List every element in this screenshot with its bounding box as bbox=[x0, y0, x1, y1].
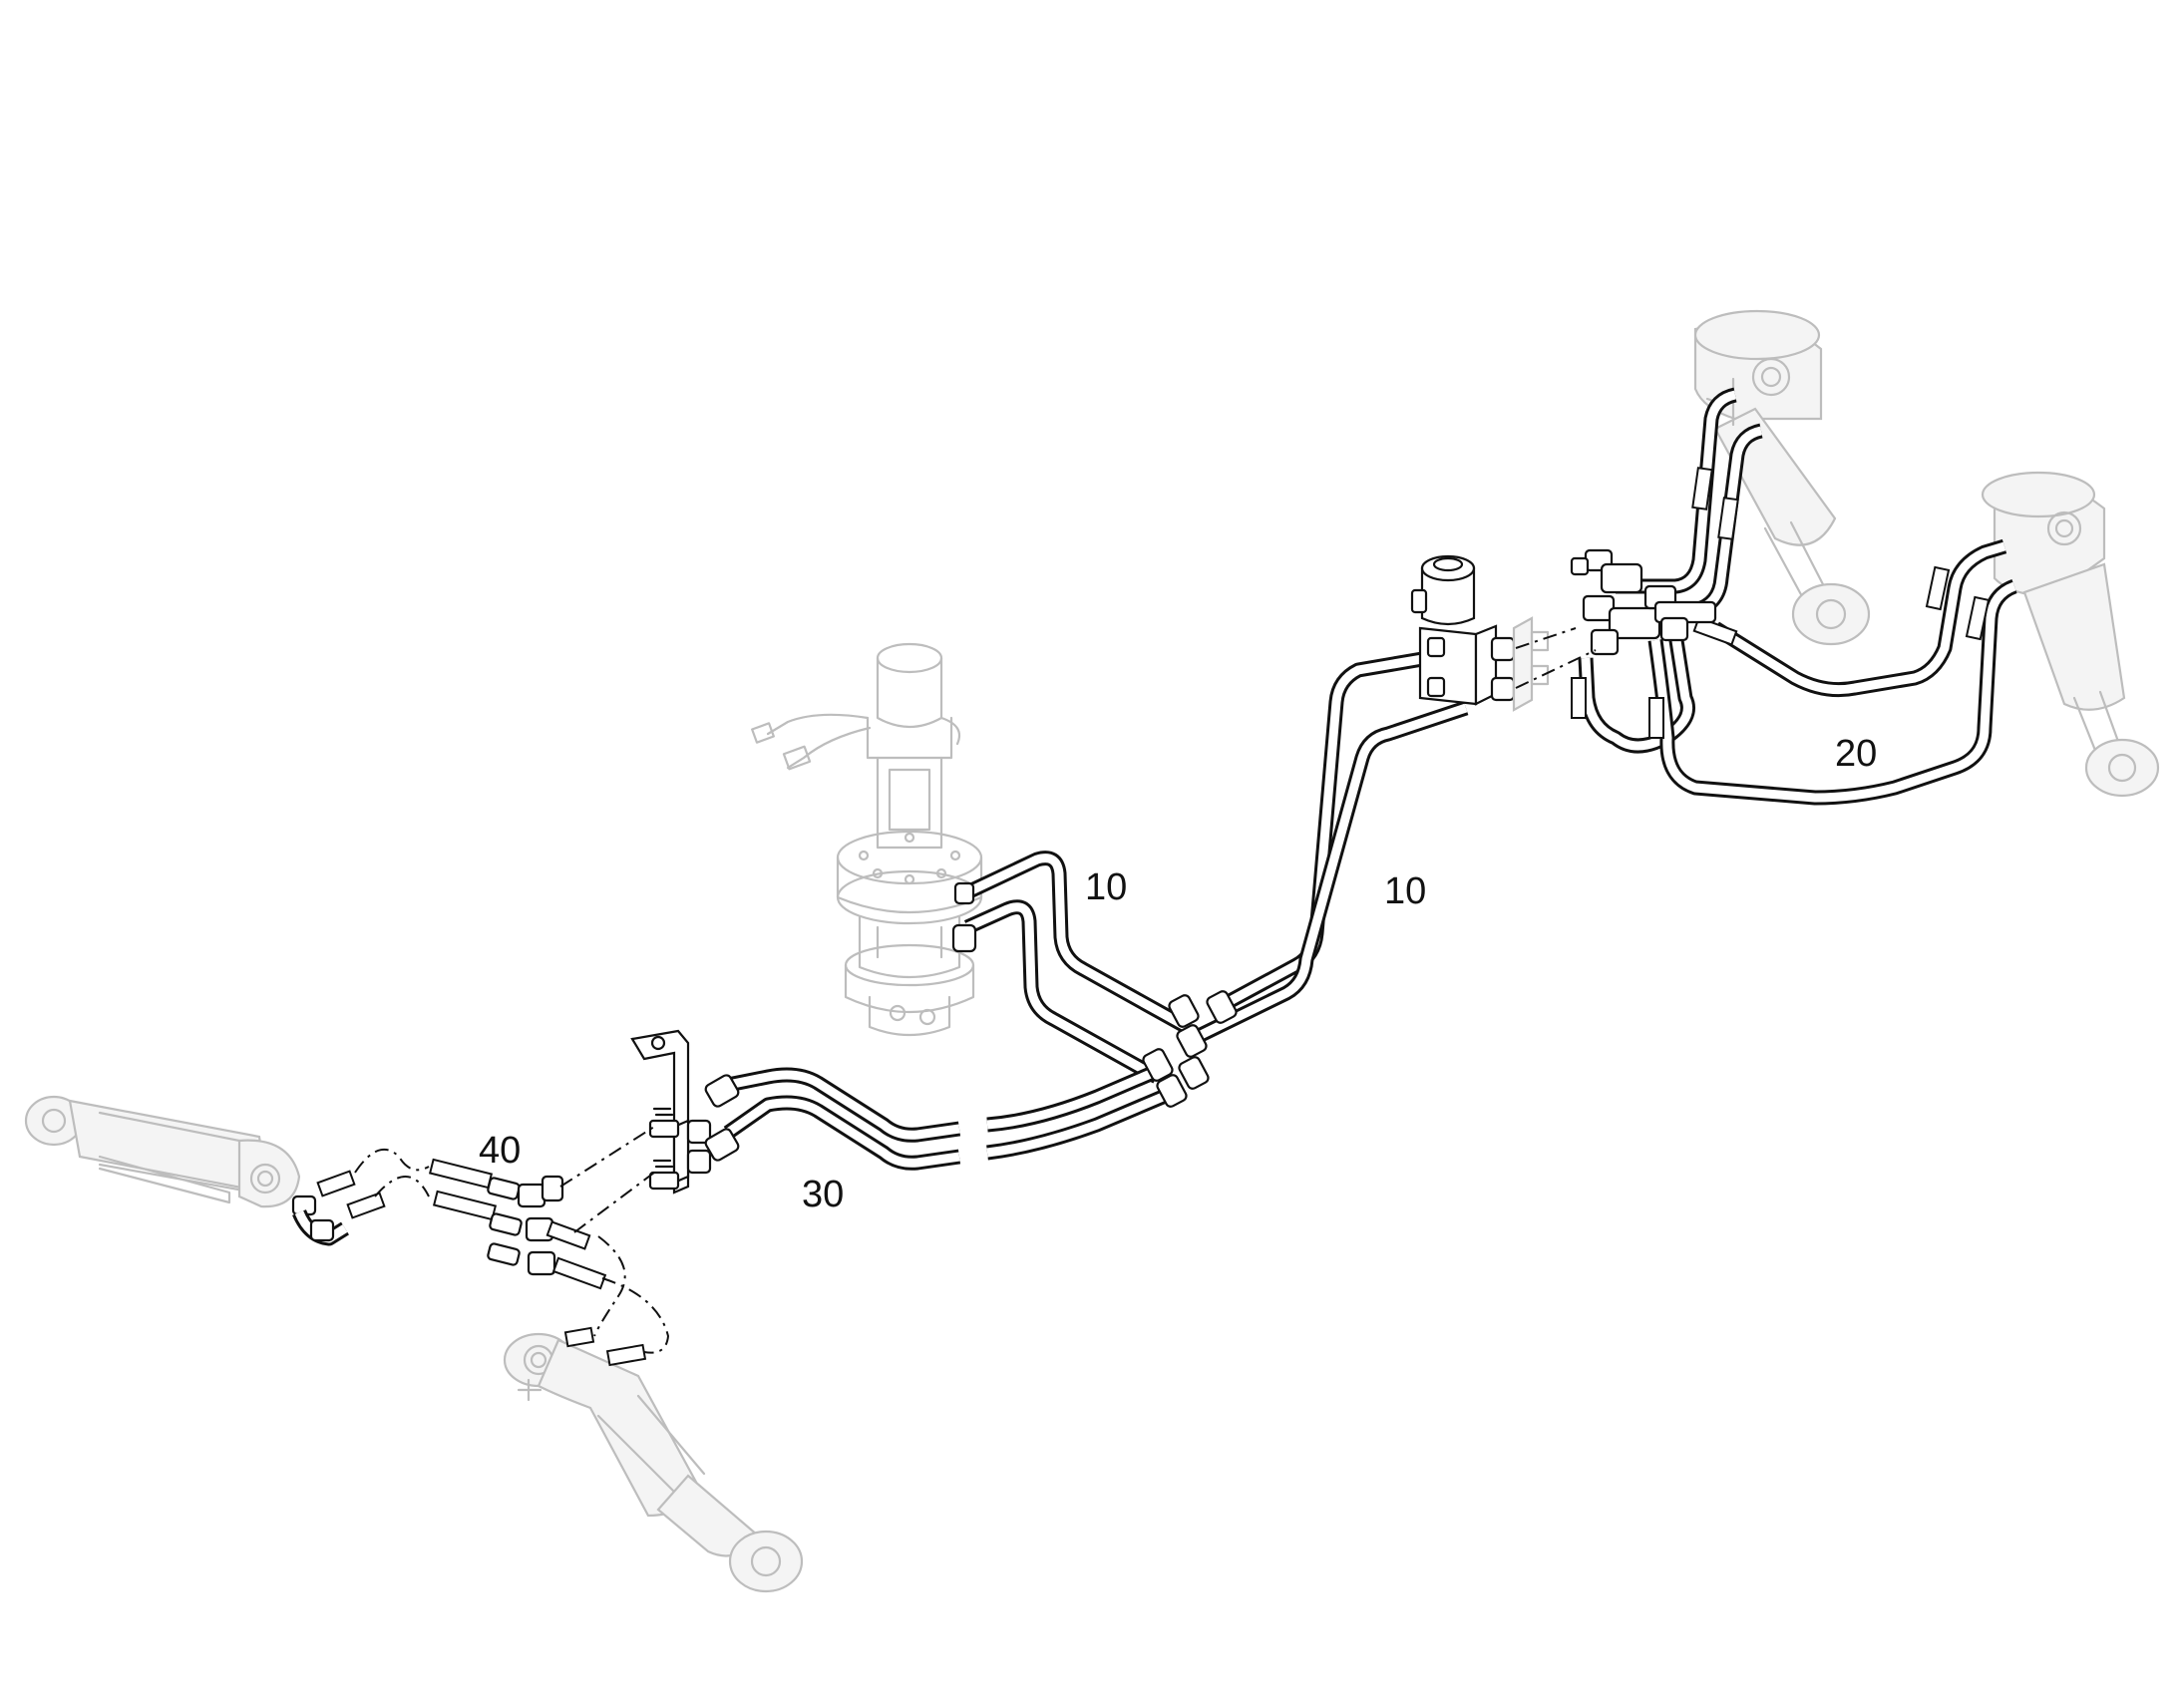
cylinder-bottom-ghost bbox=[503, 1332, 804, 1593]
left-cylinder-fittings bbox=[291, 1170, 386, 1246]
callout-30: 30 bbox=[802, 1174, 844, 1215]
callout-40: 40 bbox=[479, 1130, 521, 1172]
solenoid-valve bbox=[1410, 554, 1550, 712]
pipe-group-30 bbox=[723, 1060, 1170, 1171]
callout-20: 20 bbox=[1835, 733, 1877, 775]
cylinder-left-ghost bbox=[24, 1095, 301, 1208]
hose-set-40 bbox=[428, 1158, 607, 1290]
bottom-cylinder-fittings bbox=[563, 1326, 647, 1367]
pipe-couplings-center bbox=[951, 881, 1238, 1108]
connection-centerlines bbox=[354, 627, 1597, 1354]
pipe-group-10-left bbox=[961, 851, 1191, 1084]
pipe-group-20 bbox=[1571, 387, 2017, 806]
callout-10-left: 10 bbox=[1085, 866, 1127, 908]
cylinder-right-bottom-ghost bbox=[1981, 471, 2160, 798]
pipe-group-10-right bbox=[1193, 650, 1469, 1044]
manifold-fittings-right bbox=[1570, 548, 1717, 656]
callout-10-right: 10 bbox=[1384, 870, 1426, 912]
mounting-bracket bbox=[630, 1029, 740, 1195]
motor-unit-ghost bbox=[751, 642, 983, 1037]
